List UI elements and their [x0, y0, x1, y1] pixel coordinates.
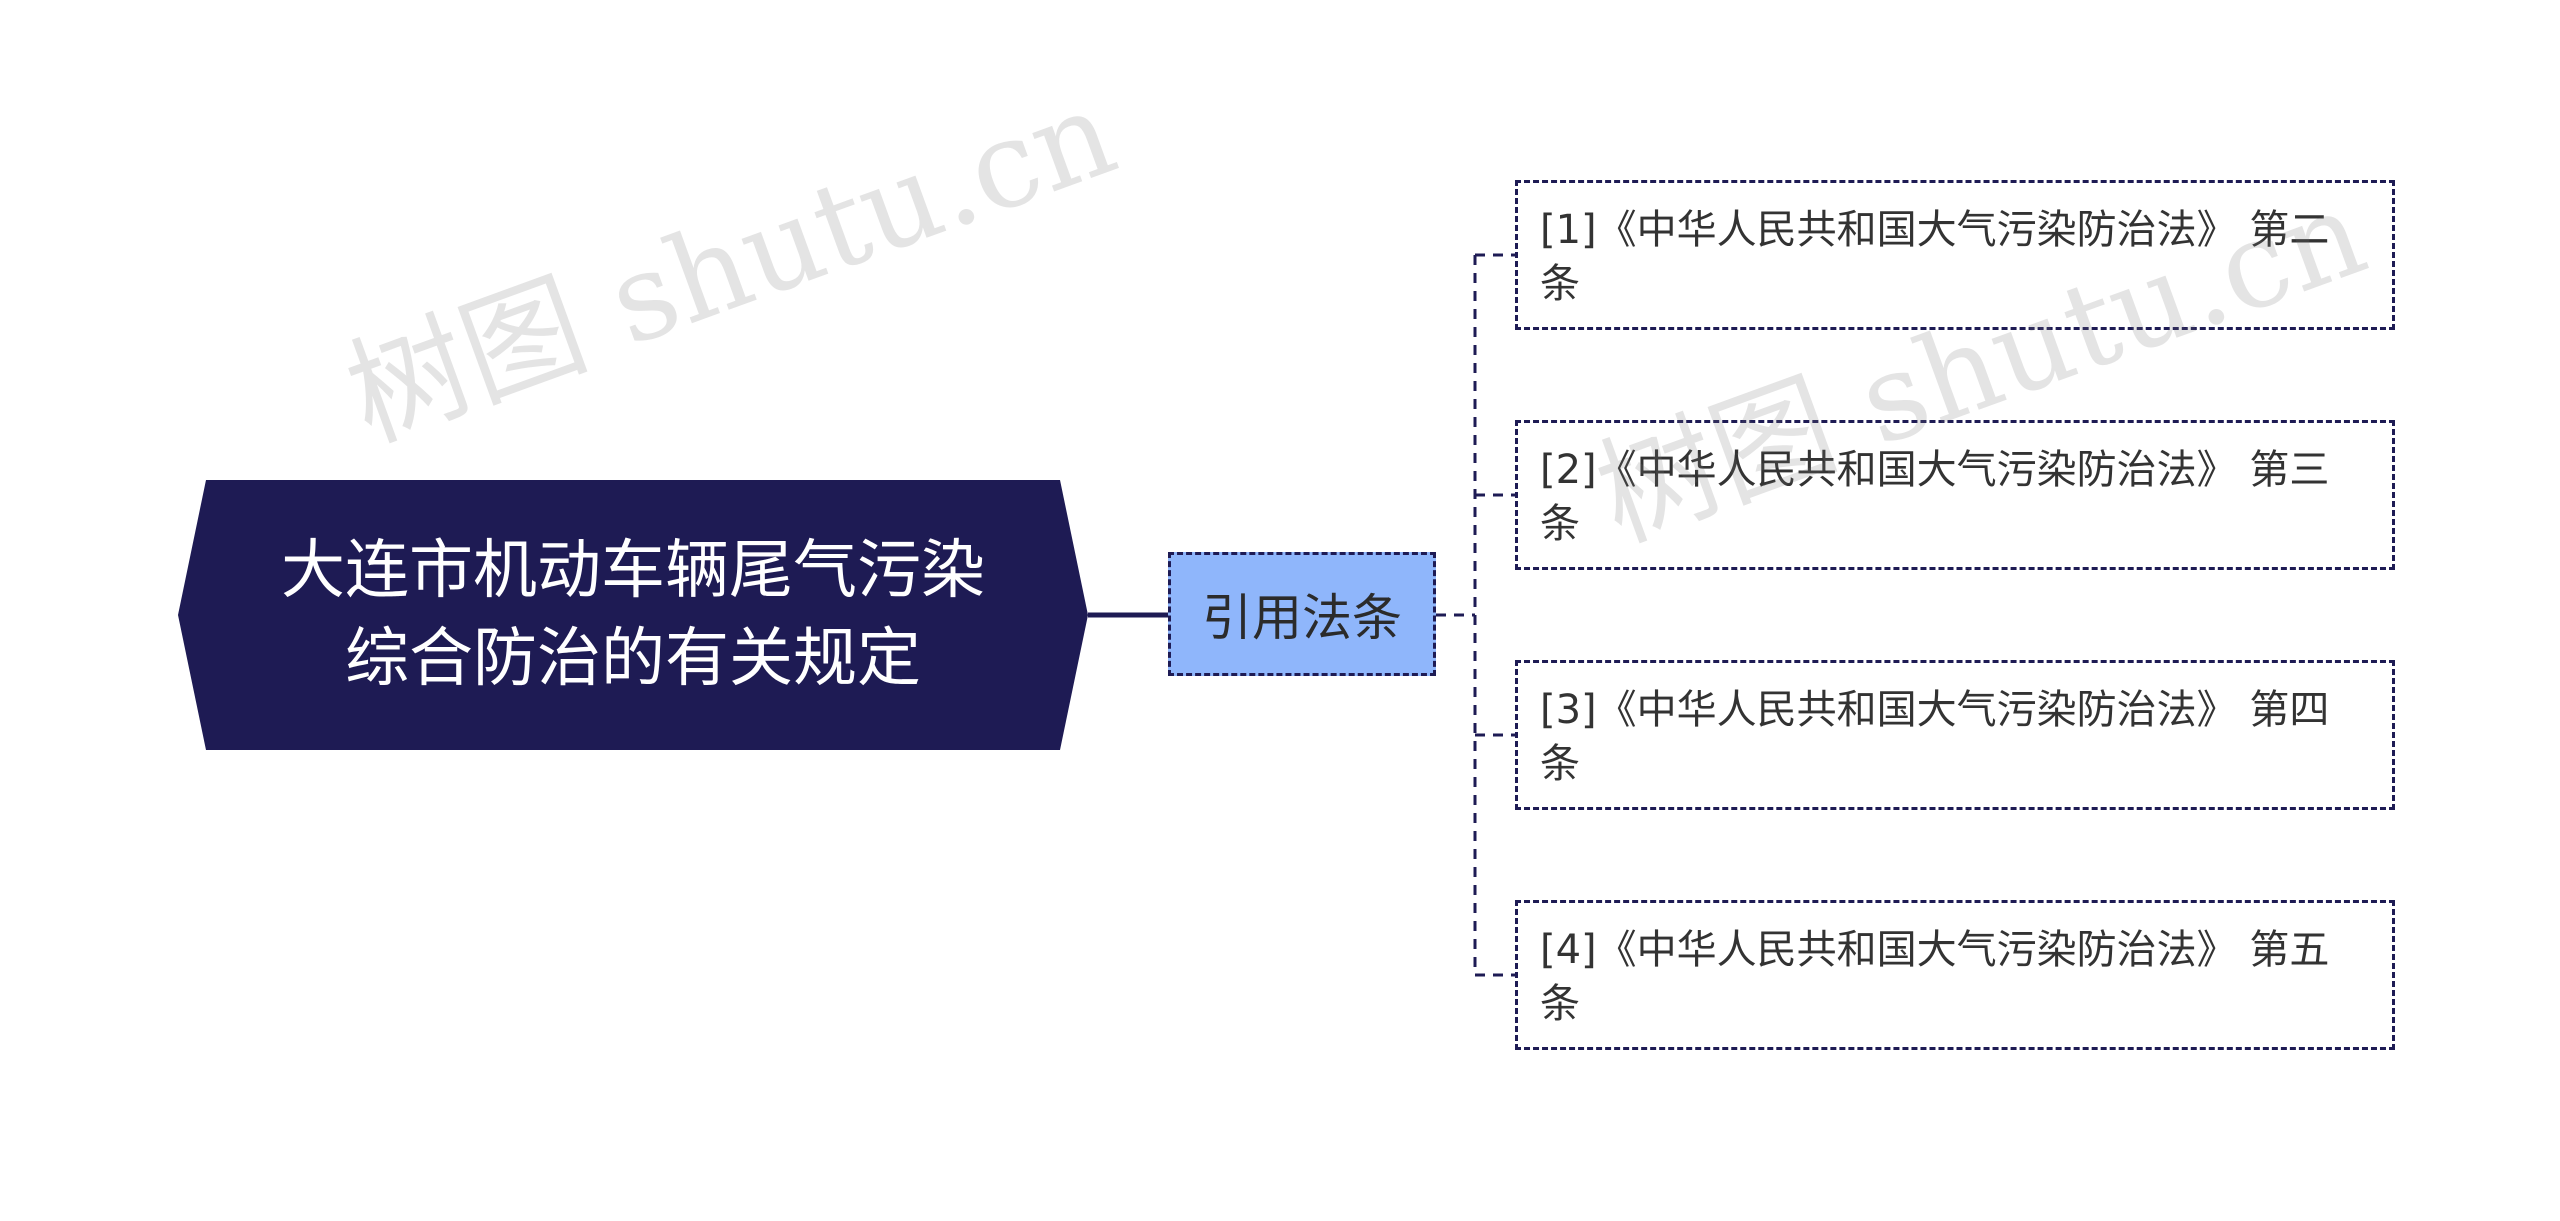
- leaf-node-1-line-2: 条: [1540, 261, 1580, 307]
- watermark-left: 树图 shutu.cn: [330, 63, 1133, 469]
- root-topic-text: 大连市机动车辆尾气污染 综合防治的有关规定: [218, 480, 1048, 750]
- leaf-node-3-line-2: 条: [1540, 741, 1580, 787]
- branch-node-label: 引用法条: [1202, 589, 1402, 647]
- root-topic-node[interactable]: 大连市机动车辆尾气污染 综合防治的有关规定: [178, 480, 1088, 750]
- leaf-node-3[interactable]: [3]《中华人民共和国大气污染防治法》 第四 条: [1515, 660, 2395, 810]
- root-topic-line-1: 大连市机动车辆尾气污染: [281, 534, 985, 608]
- leaf-node-4-line-2: 条: [1540, 981, 1580, 1027]
- leaf-node-4[interactable]: [4]《中华人民共和国大气污染防治法》 第五 条: [1515, 900, 2395, 1050]
- leaf-node-3-line-1: [3]《中华人民共和国大气污染防治法》 第四: [1540, 687, 2330, 733]
- leaf-node-4-line-1: [4]《中华人民共和国大气污染防治法》 第五: [1540, 927, 2330, 973]
- root-topic-line-2: 综合防治的有关规定: [345, 622, 921, 696]
- leaf-node-2-line-1: [2]《中华人民共和国大气污染防治法》 第三: [1540, 447, 2330, 493]
- leaf-node-2[interactable]: [2]《中华人民共和国大气污染防治法》 第三 条: [1515, 420, 2395, 570]
- leaf-node-2-line-2: 条: [1540, 501, 1580, 547]
- branch-node-citations[interactable]: 引用法条: [1168, 552, 1436, 676]
- root-hexagon-shape: [178, 480, 1088, 750]
- leaf-node-1[interactable]: [1]《中华人民共和国大气污染防治法》 第二 条: [1515, 180, 2395, 330]
- leaf-node-1-line-1: [1]《中华人民共和国大气污染防治法》 第二: [1540, 207, 2330, 253]
